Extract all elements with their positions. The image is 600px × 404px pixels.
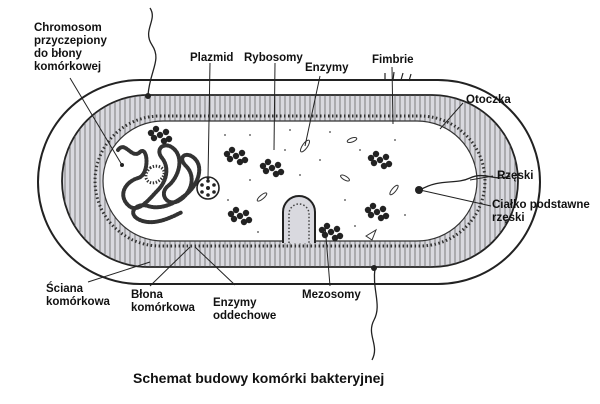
- leader-lines: [69, 62, 494, 287]
- mesosome: [282, 195, 316, 243]
- diagram-caption: Schemat budowy komórki bakteryjnej: [133, 370, 385, 386]
- label-fimbriae: Fimbrie: [372, 54, 414, 66]
- label-enzymes: Enzymy: [305, 62, 349, 74]
- basal-body: [415, 186, 423, 194]
- label-chromosome: Chromosom przyczepiony do błony komórkow…: [34, 22, 107, 73]
- label-capsule: Otoczka: [466, 94, 511, 106]
- fimbriae: [384, 71, 412, 82]
- label-mesosome: Mezosomy: [302, 289, 361, 301]
- enzymes: [256, 136, 399, 241]
- cytoplasm-granules: [224, 129, 406, 233]
- chromosome: [116, 143, 202, 225]
- label-basal-body: Ciałko podstawne rzęski: [492, 199, 590, 224]
- label-respiratory-enzymes: Enzymy oddechowe: [213, 297, 277, 322]
- cell-membrane: [93, 114, 487, 248]
- flagella: [147, 7, 511, 361]
- label-cell-membrane: Błona komórkowa: [131, 289, 195, 314]
- label-flagella: Rzęski: [497, 170, 534, 182]
- plasmid: [196, 176, 220, 200]
- ribosomes: [147, 125, 393, 242]
- label-ribosomes: Rybosomy: [244, 52, 303, 64]
- label-cell-wall: Ściana komórkowa: [46, 283, 110, 308]
- label-plasmid: Plazmid: [190, 52, 234, 64]
